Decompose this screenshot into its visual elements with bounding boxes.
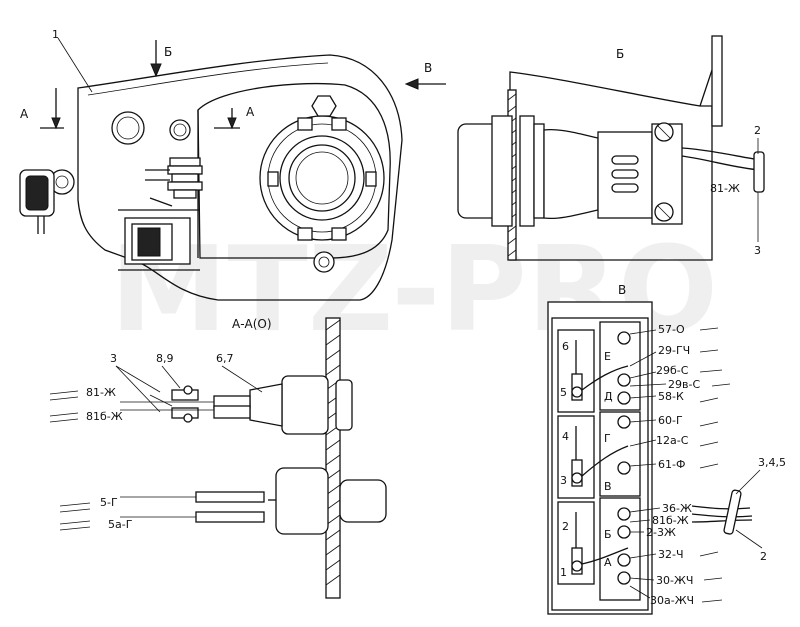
view-b-title: Б [616, 47, 624, 61]
wire-29b-s: 29б-С [656, 364, 689, 377]
section-title: А-А(О) [232, 317, 272, 331]
letter-v: В [604, 480, 612, 493]
position-2: 2 [562, 520, 569, 533]
wire-58-k: 58-К [658, 390, 684, 403]
wire-30a-zhch: 30а-ЖЧ [650, 594, 694, 607]
wire-61-f: 61-Ф [658, 458, 685, 471]
hex-nut [311, 95, 337, 117]
wire-30-zhch: 30-ЖЧ [656, 574, 693, 587]
wire-29-gch: 29-ГЧ [658, 344, 690, 357]
wire-label-aa-2: 81б-Ж [86, 410, 123, 423]
view-arrow-v: В [424, 61, 432, 75]
wire-label-aa-1: 81-Ж [86, 386, 116, 399]
letter-g: Г [604, 432, 611, 445]
view-v-title: В [618, 283, 626, 297]
wire-29v-s: 29в-С [668, 378, 700, 391]
view-arrow-b: Б [164, 45, 172, 59]
wire-57-o: 57-О [658, 323, 685, 336]
wire-60-g: 60-Г [658, 414, 683, 427]
wire-32-ch: 32-Ч [658, 548, 684, 561]
right-column: Е Д Г В Б А [599, 321, 641, 601]
inner-panel [197, 82, 391, 259]
panel-hatched [325, 317, 341, 599]
position-1: 1 [560, 566, 567, 579]
letter-e: Е [604, 350, 611, 363]
callout-1: 1 [52, 28, 59, 41]
letter-d: Д [604, 390, 613, 403]
wire-label-b: 81-Ж [710, 182, 740, 195]
socket-upper [281, 375, 329, 435]
callout-8-9: 8,9 [156, 352, 174, 365]
callout-3-left: 3 [110, 352, 117, 365]
bellows [145, 157, 203, 207]
clamp-b [753, 151, 765, 193]
view-v: В 6 5 4 3 2 1 [547, 283, 786, 615]
wire-label-aa-3: 5-Г [100, 496, 118, 509]
callout-6-7: 6,7 [216, 352, 234, 365]
position-5: 5 [560, 386, 567, 399]
position-6: 6 [562, 340, 569, 353]
main-view: А А Б В 1 [19, 28, 446, 301]
button-switch [275, 467, 329, 535]
key-plug [19, 169, 75, 234]
housing-outline [77, 54, 403, 301]
position-4: 4 [562, 430, 569, 443]
socket-small [169, 119, 191, 141]
wire-36-zh: 36-Ж [662, 502, 692, 515]
left-column: 6 5 4 3 2 1 [557, 329, 595, 585]
section-mark-a-left: А [20, 107, 29, 121]
letter-b: Б [604, 528, 612, 541]
view-b: Б [457, 35, 765, 261]
section-mark-a-right: А [246, 105, 255, 119]
callout-2-top: 2 [754, 124, 761, 137]
wire-label-aa-4: 5а-Г [108, 518, 133, 531]
wire-2-3zh: 2-3Ж [646, 526, 676, 539]
callout-3-4-5: 3,4,5 [758, 456, 786, 469]
letter-a: А [604, 556, 612, 569]
screw-bottom [313, 251, 335, 273]
wire-81b-zh: 81б-Ж [652, 514, 689, 527]
wire-12a-s: 12а-С [656, 434, 689, 447]
section-aa: А-А(О) 81-Ж 81б-Ж [49, 317, 387, 599]
callout-2-right: 2 [760, 550, 767, 563]
clamp-v [723, 489, 742, 535]
callout-3-top: 3 [754, 244, 761, 257]
position-3: 3 [560, 474, 567, 487]
wire-labels-v: 57-О 29-ГЧ 29б-С 29в-С 58-К 60-Г 12а-С 6… [629, 323, 731, 607]
